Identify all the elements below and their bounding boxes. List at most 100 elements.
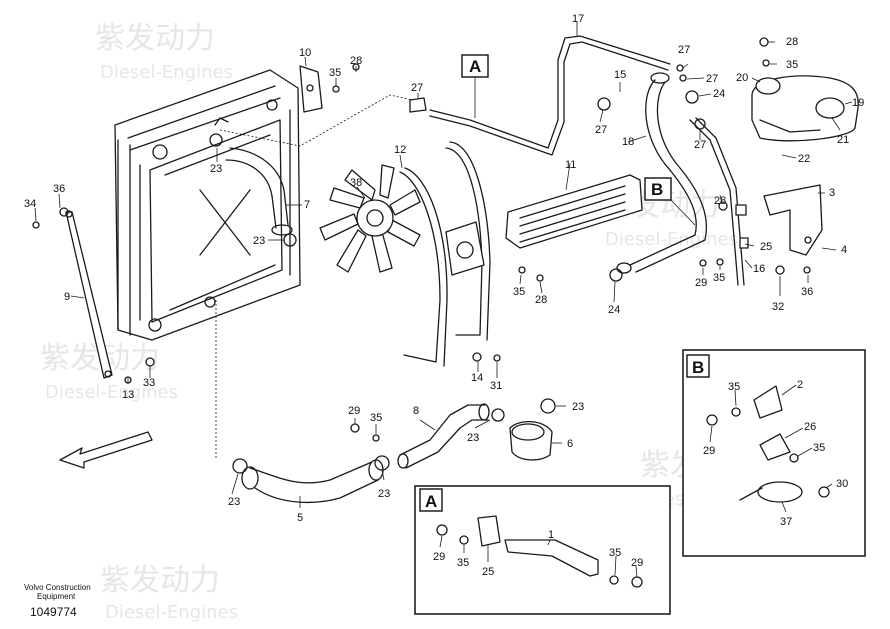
callout-label: 27 bbox=[694, 139, 706, 151]
watermark-logo: 紫发动力 Diesel-Engines bbox=[95, 21, 233, 83]
connection-lines bbox=[215, 94, 413, 460]
callout-label: 35 bbox=[370, 412, 382, 424]
watermark-logo: 紫发动力 Diesel-Engines bbox=[40, 341, 178, 403]
watermark-logo: 紫发动力 Diesel-Engines bbox=[100, 563, 238, 623]
callout-label: 35 bbox=[813, 442, 825, 454]
callout-label: 28 bbox=[350, 55, 362, 67]
detail-box-a: A bbox=[414, 485, 671, 615]
coolant-pipe bbox=[397, 403, 490, 469]
lower-radiator-hose bbox=[241, 459, 384, 504]
callout-label: 25 bbox=[482, 566, 494, 578]
callout-label: 7 bbox=[304, 199, 310, 211]
callout-label: 32 bbox=[772, 301, 784, 313]
callout-label: 35 bbox=[329, 67, 341, 79]
callout-label: 14 bbox=[471, 372, 483, 384]
hose-clamps bbox=[209, 90, 706, 474]
footer-maker: Volvo Construction bbox=[24, 583, 91, 592]
callout-label: 29 bbox=[631, 557, 643, 569]
watermark-subtitle: Diesel-Engines bbox=[100, 62, 233, 83]
callout-label: 17 bbox=[572, 13, 584, 25]
callout-label: 29 bbox=[433, 551, 445, 563]
overflow-pipe bbox=[429, 35, 671, 156]
callout-label: 4 bbox=[841, 244, 847, 256]
watermark-brand: 紫发动力 bbox=[95, 21, 215, 56]
hose-elbow bbox=[509, 421, 553, 461]
callout-label: 35 bbox=[713, 272, 725, 284]
callout-label: 16 bbox=[753, 263, 765, 275]
callout-label: 36 bbox=[53, 183, 65, 195]
callout-label: 23 bbox=[467, 432, 479, 444]
callout-label: 11 bbox=[565, 159, 576, 171]
callout-label: 27 bbox=[706, 73, 718, 85]
callout-label: 31 bbox=[490, 380, 502, 392]
detail-letter-b: B bbox=[692, 358, 704, 377]
callout-label: 24 bbox=[713, 88, 725, 100]
callout-label: 26 bbox=[804, 421, 816, 433]
callout-label: 21 bbox=[837, 134, 849, 146]
watermark-subtitle: Diesel-Engines bbox=[605, 229, 738, 250]
callout-label: 38 bbox=[350, 177, 362, 189]
radiator bbox=[114, 69, 301, 341]
drawing-footer: Volvo Construction Equipment 1049774 bbox=[24, 583, 91, 619]
leader-lines bbox=[34, 22, 853, 578]
callout-label: 23 bbox=[253, 235, 265, 247]
callout-label: 33 bbox=[143, 377, 155, 389]
tank-bracket bbox=[763, 184, 823, 256]
callout-label: 15 bbox=[614, 69, 626, 81]
callout-label: 8 bbox=[413, 405, 419, 417]
callout-label: 29 bbox=[703, 445, 715, 457]
callout-label: 3 bbox=[829, 187, 835, 199]
callout-label: 27 bbox=[678, 44, 690, 56]
callout-label: 25 bbox=[760, 241, 772, 253]
callout-label: 28 bbox=[714, 195, 726, 207]
callout-label: 35 bbox=[457, 557, 469, 569]
callout-label: 2 bbox=[797, 379, 803, 391]
callout-label: 37 bbox=[780, 516, 792, 528]
callout-label: 27 bbox=[411, 82, 423, 94]
watermark-brand: 紫发动力 bbox=[100, 563, 220, 598]
callout-label: 35 bbox=[513, 286, 525, 298]
callout-label: 28 bbox=[786, 36, 798, 48]
callout-label: 34 bbox=[24, 198, 36, 210]
callout-label: 27 bbox=[595, 124, 607, 136]
watermark-subtitle: Diesel-Engines bbox=[45, 382, 178, 403]
callout-label: 24 bbox=[608, 304, 620, 316]
callout-label: 23 bbox=[210, 163, 222, 175]
callout-label: 28 bbox=[535, 294, 547, 306]
callout-label: 29 bbox=[695, 277, 707, 289]
callout-label: 9 bbox=[64, 291, 70, 303]
callout-label: 36 bbox=[801, 286, 813, 298]
section-letter-b: B bbox=[651, 180, 663, 199]
callout-label: 10 bbox=[299, 47, 311, 59]
callout-label: 22 bbox=[798, 153, 810, 165]
callout-labels: 10 28 35 27 36 34 9 23 7 23 38 12 13 33 … bbox=[24, 13, 864, 578]
upper-radiator-hose bbox=[225, 147, 293, 236]
cooling-fan bbox=[319, 164, 421, 273]
callout-label: 19 bbox=[852, 97, 864, 109]
section-tag-a: A bbox=[461, 54, 489, 118]
callout-label: 23 bbox=[572, 401, 584, 413]
footer-category: Equipment bbox=[37, 592, 76, 601]
fan-shroud-grille bbox=[505, 174, 643, 249]
callout-label: 1 bbox=[548, 529, 554, 541]
stay-rod bbox=[65, 210, 113, 379]
detail-box-b: B bbox=[682, 349, 866, 557]
callout-label: 13 bbox=[122, 389, 134, 401]
section-tag-b: B bbox=[644, 177, 696, 226]
callout-label: 18 bbox=[622, 136, 634, 148]
callout-label: 29 bbox=[348, 405, 360, 417]
callout-label: 23 bbox=[228, 496, 240, 508]
watermark-subtitle: Diesel-Engines bbox=[105, 602, 238, 623]
expansion-tank bbox=[751, 75, 859, 142]
fasteners bbox=[32, 37, 811, 442]
footer-drawing-number: 1049774 bbox=[30, 605, 77, 619]
callout-label: 35 bbox=[728, 381, 740, 393]
direction-arrow bbox=[59, 431, 153, 469]
callout-label: 23 bbox=[378, 488, 390, 500]
callout-label: 35 bbox=[786, 59, 798, 71]
fan-guard-frame bbox=[399, 141, 491, 367]
callout-label: 20 bbox=[736, 72, 748, 84]
callout-label: 6 bbox=[567, 438, 573, 450]
